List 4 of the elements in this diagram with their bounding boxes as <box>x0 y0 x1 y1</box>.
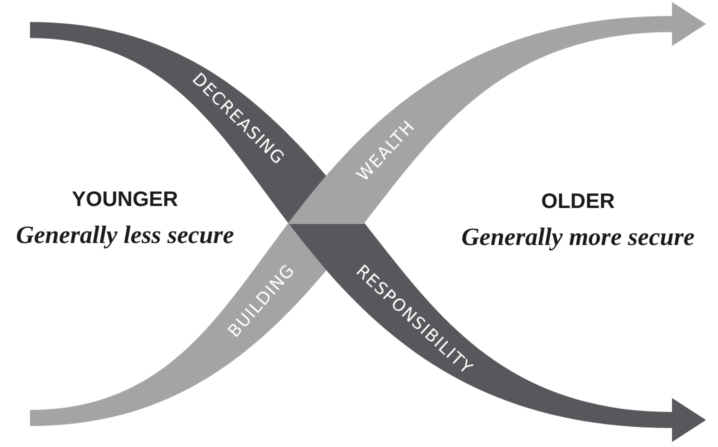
security-note: Generally less secure <box>16 222 234 250</box>
age-heading: YOUNGER <box>72 188 178 212</box>
security-note: Generally more secure <box>461 224 695 252</box>
age-heading: OLDER <box>541 190 615 214</box>
